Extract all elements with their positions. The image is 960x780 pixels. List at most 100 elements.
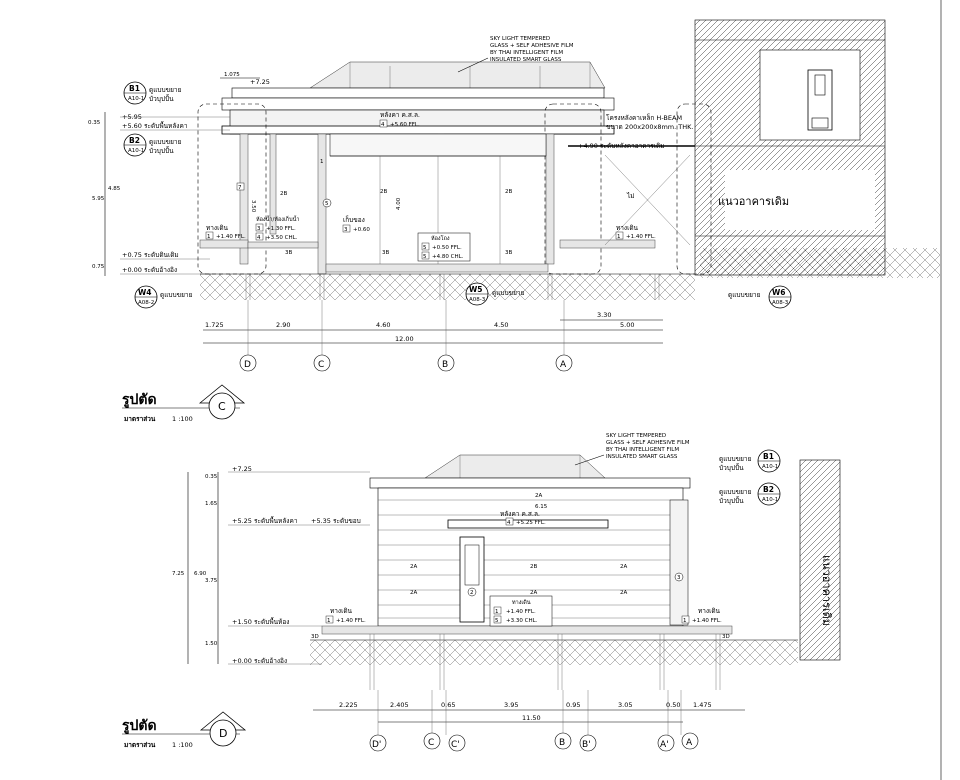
toilet-tag-1-no: 3 [257, 226, 261, 232]
mat-tag-c-8: 5 [325, 201, 329, 207]
level-000-d: +0.00 ระดับอ้างอิง [232, 657, 287, 665]
callout-b2-d-sheet: A10-1 [762, 497, 778, 503]
hbeam-note-2: ขนาด 200x200x8mm. THK. [606, 123, 693, 131]
hall-tag-2-no-d: 5 [495, 618, 499, 624]
mat-tag-d-5: 2A [410, 590, 417, 596]
callout-w5-id: W5 [469, 285, 483, 294]
level-490-c: +4.90 ระดับหลังคาอาคารเดิม [578, 142, 665, 150]
detail-zone-w4 [197, 103, 267, 275]
toilet-label: ห้องน้ำ/ห้องเก็บน้ำ [256, 215, 299, 223]
grid-bubble-d-prime: D' [369, 734, 387, 752]
mat-tag-d-4: 2A [620, 564, 627, 570]
dim-d-150: 1.50 [205, 641, 218, 647]
walkway-left-c: ทางเดิน [206, 224, 229, 232]
toilet-tag-2-level: +3.50 CHL. [266, 235, 298, 241]
dim-c-035: 0.35 [88, 120, 101, 126]
walkway-right-tag-no-d: 1 [683, 618, 687, 624]
grid-bubble-c: C [313, 354, 331, 372]
dim-d-050: 0.50 [666, 701, 680, 709]
callout-b1-d-note2: บัวบุปปั้น [719, 463, 744, 472]
hall-tag-1-level-d: +1.40 FFL. [506, 609, 536, 615]
toilet-tag-2-no: 4 [257, 235, 261, 241]
dim-d-375: 3.75 [205, 578, 218, 584]
section-d: แนวอาคารเดิม [122, 433, 841, 752]
section-mark-c-label: C [218, 400, 226, 413]
grid-label-a-d: A [686, 738, 693, 748]
storage-tag-level: +0.60 [353, 227, 370, 233]
callout-b1-id: B1 [129, 84, 140, 93]
callout-b1-sheet: A10-1 [128, 96, 144, 102]
mat-tag-d-9: 3D [722, 634, 730, 640]
dim-d-total: 11.50 [522, 714, 541, 722]
dim-c-500: 5.00 [620, 321, 634, 329]
level-560-c: +5.60 ระดับพื้นหลังคา [122, 121, 188, 130]
callout-w6[interactable]: W6 A08-3 ดูแบบขยาย [728, 285, 792, 309]
scale-label-c: มาตราส่วน [124, 415, 156, 423]
dim-d-2405: 2.405 [390, 701, 409, 709]
walkway-right-tag-level-d: +1.40 FFL. [692, 618, 722, 624]
callout-b2-d[interactable]: B2 A10-1 ดูแบบขยาย บัวบุปปั้น [719, 482, 781, 506]
callout-b1-c[interactable]: B1 A10-1 ดูแบบขยาย บัวบุปปั้น [123, 81, 182, 105]
hall-tag-1-no-c: 5 [423, 245, 427, 251]
section-mark-d: D [199, 711, 247, 747]
title-c: รูปตัด [122, 392, 157, 408]
existing-building-d [799, 459, 841, 661]
dim-c-595: 5.95 [92, 196, 105, 202]
roof-tag-level-d: +5.25 FFL. [516, 520, 546, 526]
callout-w6-sheet: A08-3 [772, 300, 789, 306]
callout-b1-d[interactable]: B1 A10-1 ดูแบบขยาย บัวบุปปั้น [719, 449, 781, 473]
level-525-d: +5.25 ระดับพื้นหลังคา [232, 516, 298, 525]
skylight-note-c-4: INSULATED SMART GLASS [490, 57, 562, 63]
roof-tag-no-c: 4 [381, 122, 385, 128]
callout-w4[interactable]: W4 A08-2 ดูแบบขยาย [134, 285, 193, 309]
callout-w6-note: ดูแบบขยาย [728, 291, 761, 299]
skylight-note-c-2: GLASS + SELF ADHESIVE FILM [490, 43, 574, 49]
ground-d [310, 640, 798, 665]
existing-building-label: แนวอาคารเดิม [718, 195, 789, 208]
callout-w4-sheet: A08-2 [138, 300, 154, 306]
slope-label: ไม่ [626, 192, 635, 200]
callout-w4-note: ดูแบบขยาย [160, 291, 193, 299]
dim-d-035: 0.35 [205, 474, 218, 480]
callout-w6-id: W6 [772, 288, 786, 297]
callout-b2-d-note1: ดูแบบขยาย [719, 488, 752, 496]
dim-d-165: 1.65 [205, 501, 218, 507]
walkway-right-d: ทางเดิน [698, 607, 721, 615]
callout-b2-c[interactable]: B2 A10-1 ดูแบบขยาย บัวบุปปั้น [123, 133, 182, 157]
callout-b2-id: B2 [129, 136, 140, 145]
grid-bubble-a-d: A [681, 732, 699, 750]
level-535-d: +5.35 ระดับขอบ [311, 517, 361, 525]
mat-tag-c-9: 7 [238, 185, 242, 191]
callout-w5[interactable]: W5 A08-3 ดูแบบขยาย [465, 282, 525, 306]
section-mark-d-label: D [219, 727, 227, 740]
skylight-note-c-3: BY THAI INTELLIGENT FILM [490, 50, 563, 56]
mat-tag-d-1: 2A [535, 493, 542, 499]
callout-b1-note1: ดูแบบขยาย [149, 86, 182, 94]
callout-b2-note1: ดูแบบขยาย [149, 138, 182, 146]
mat-tag-c-4: 3B [285, 250, 292, 256]
dim-d-395: 3.95 [504, 701, 518, 709]
piles-c [245, 274, 660, 300]
grid-bubble-b-prime: B' [579, 734, 597, 752]
dim-d-725: 7.25 [172, 571, 185, 577]
dim-c-075: 0.75 [92, 264, 105, 270]
grid-bubble-c-d: C [423, 732, 441, 750]
walkway-left-tag-no-c: 1 [207, 234, 211, 240]
callout-b2-d-note2: บัวบุปปั้น [719, 496, 744, 505]
existing-building: แนวอาคารเดิม [694, 19, 886, 276]
callout-w4-id: W4 [138, 288, 152, 297]
callout-b2-note2: บัวบุปปั้น [149, 146, 174, 155]
walkway-right-c: ทางเดิน [616, 224, 639, 232]
grid-bubble-a: A [555, 354, 573, 372]
mat-tag-c-2: 2B [380, 189, 387, 195]
dim-c-290: 2.90 [276, 321, 290, 329]
scale-value-c: 1 :100 [172, 415, 193, 423]
callout-b2-sheet: A10-1 [128, 148, 144, 154]
wall-d [239, 133, 249, 265]
grid-bubble-b: B [437, 354, 455, 372]
grid-bubble-d: D [239, 354, 257, 372]
mat-tag-c-5: 3B [382, 250, 389, 256]
callout-b1-d-sheet: A10-1 [762, 464, 778, 470]
callout-b1-d-id: B1 [763, 452, 774, 461]
